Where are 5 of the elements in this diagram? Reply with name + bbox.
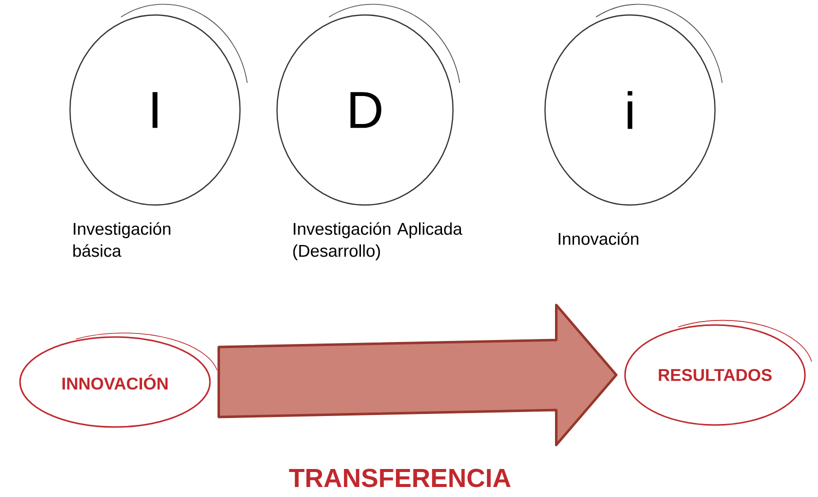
caption-text: Investigación Aplicada (Desarrollo) bbox=[293, 222, 462, 260]
arrow bbox=[218, 304, 618, 446]
caption-text: Innovación bbox=[558, 232, 638, 245]
caption-text: Investigación básica bbox=[73, 222, 170, 257]
edge-label: TRANSFERENCIA bbox=[289, 468, 511, 488]
